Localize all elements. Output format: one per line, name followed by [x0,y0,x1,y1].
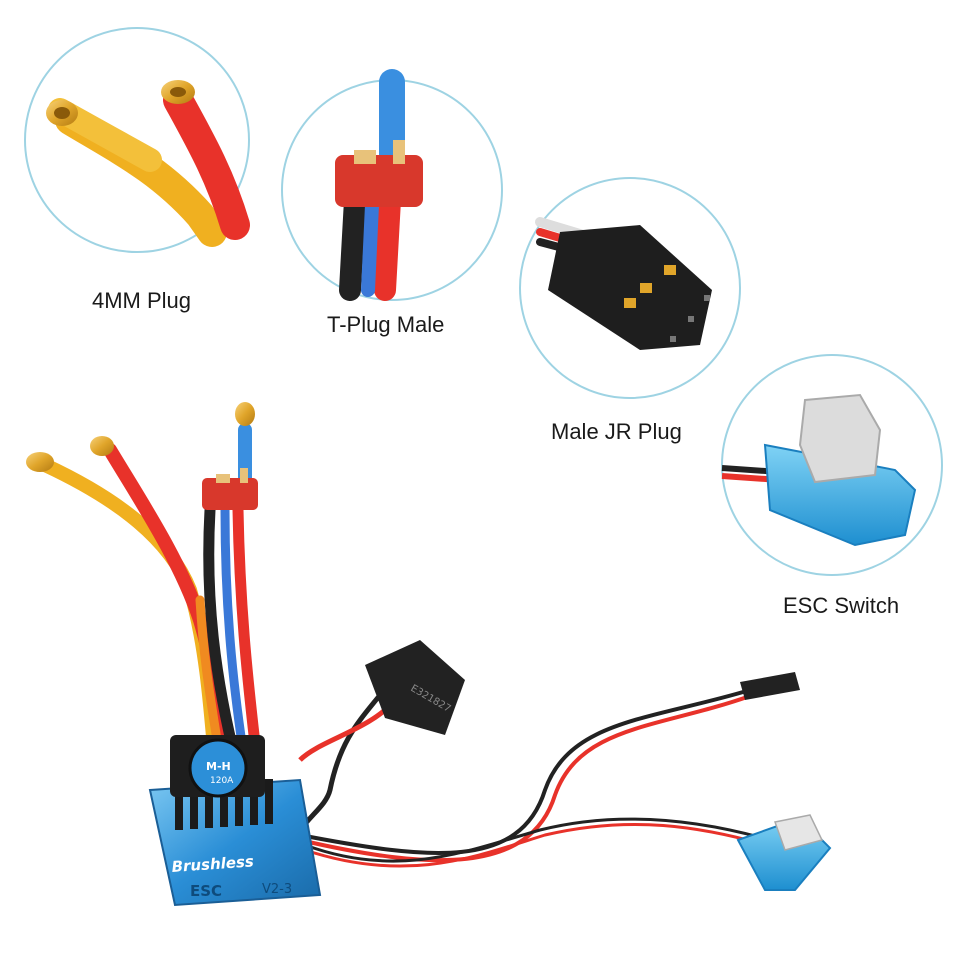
t-plug-body [202,478,258,510]
capacitor-pack [365,640,465,735]
heatsink-fins [175,779,273,830]
blue-wire [361,198,379,297]
rating-label: 120A [210,776,234,786]
red-wire [163,85,250,240]
jr-pin [664,265,676,275]
plug-hole [54,107,70,119]
jr-pin [640,283,652,293]
version-label: V2-3 [262,882,292,897]
switch-button [798,393,882,484]
t-plug-pin [354,150,376,164]
t-plug-pin [216,474,230,483]
label-t-plug-male: T-Plug Male [327,312,445,337]
black-wire [339,189,366,301]
model-label: ESC [190,882,222,900]
callout-4mm-plug [24,27,250,253]
callout-t-plug-male [281,69,503,301]
label-4mm-plug: 4MM Plug [92,288,192,313]
esc-assembly: E321827 M-H 120A Brushless ESC V2-3 [26,402,832,907]
plug-hole [170,87,186,97]
callout-male-jr-plug [519,177,741,399]
brand-label: Brushless [171,852,254,876]
mini-switch-button [774,814,824,851]
jr-hole [670,336,676,342]
bullet-connector [235,402,255,426]
switch-housing [763,443,917,547]
capacitor-wire [298,698,397,762]
fan-label: M-H [206,760,231,773]
fan-hub [188,738,248,798]
jr-plug-body [548,225,712,350]
receiver-wire [299,694,751,863]
receiver-wire [299,688,751,855]
t-plug-pin [393,140,405,164]
label-male-jr-plug: Male JR Plug [551,419,682,444]
red-wire [374,189,401,301]
bullet-connector [90,436,114,456]
jr-hole [704,295,710,301]
bullet-connector [26,452,54,472]
label-esc-switch: ESC Switch [783,593,900,618]
t-plug-body [335,155,423,207]
yellow-lead [38,458,222,767]
t-plug-pin [240,468,248,483]
callout-esc-switch [721,354,943,576]
jr-pin [624,298,636,308]
switch-wire [304,817,771,863]
jr-hole [688,316,694,322]
jr-connector [740,672,800,700]
switch-wire [304,822,771,868]
